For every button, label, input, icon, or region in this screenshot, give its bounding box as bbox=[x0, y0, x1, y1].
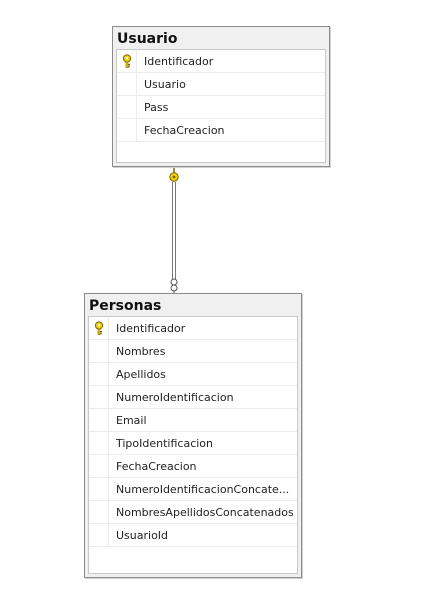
column-name: TipoIdentificacion bbox=[116, 437, 214, 450]
table-title: Usuario bbox=[117, 31, 178, 47]
new-column-row bbox=[89, 547, 297, 564]
row-gutter bbox=[89, 317, 109, 339]
table-usuario[interactable]: Usuario Identificador Usuario Pass bbox=[112, 26, 330, 167]
row-gutter bbox=[89, 386, 109, 408]
key-icon bbox=[94, 321, 104, 335]
row-gutter bbox=[89, 478, 109, 500]
column-row[interactable]: Identificador bbox=[89, 317, 297, 340]
row-gutter bbox=[89, 340, 109, 362]
row-gutter bbox=[117, 96, 137, 118]
column-name: NombresApellidosConcatenados bbox=[116, 506, 293, 519]
row-gutter bbox=[89, 363, 109, 385]
row-gutter bbox=[89, 501, 109, 523]
column-name: NumeroIdentificacion bbox=[116, 391, 234, 404]
column-list: Identificador Nombres Apellidos NumeroId… bbox=[88, 316, 298, 574]
column-name: FechaCreacion bbox=[116, 460, 197, 473]
column-name: Nombres bbox=[116, 345, 166, 358]
column-row[interactable]: Pass bbox=[117, 96, 325, 119]
column-name: Identificador bbox=[144, 55, 214, 68]
row-gutter bbox=[89, 455, 109, 477]
column-row[interactable]: Identificador bbox=[117, 50, 325, 73]
column-list: Identificador Usuario Pass FechaCreacion bbox=[116, 49, 326, 163]
row-gutter bbox=[89, 409, 109, 431]
column-row[interactable]: NombresApellidosConcatenados bbox=[89, 501, 297, 524]
column-row[interactable]: Nombres bbox=[89, 340, 297, 363]
column-name: Pass bbox=[144, 101, 169, 114]
column-name: NumeroIdentificacionConcate... bbox=[116, 483, 290, 496]
column-name: FechaCreacion bbox=[144, 124, 225, 137]
column-name: Usuario bbox=[144, 78, 186, 91]
column-row[interactable]: NumeroIdentificacionConcate... bbox=[89, 478, 297, 501]
column-row[interactable]: UsuarioId bbox=[89, 524, 297, 547]
column-row[interactable]: TipoIdentificacion bbox=[89, 432, 297, 455]
column-row[interactable]: FechaCreacion bbox=[117, 119, 325, 142]
column-row[interactable]: Email bbox=[89, 409, 297, 432]
row-gutter bbox=[117, 73, 137, 95]
many-end-infinity-icon bbox=[170, 278, 178, 294]
table-title: Personas bbox=[89, 298, 162, 314]
column-row[interactable]: Usuario bbox=[117, 73, 325, 96]
row-gutter bbox=[89, 524, 109, 546]
table-personas[interactable]: Personas Identificador Nombres Apellidos bbox=[84, 293, 302, 578]
column-name: Apellidos bbox=[116, 368, 166, 381]
one-end-key-icon bbox=[169, 168, 179, 182]
column-name: Email bbox=[116, 414, 147, 427]
column-row[interactable]: FechaCreacion bbox=[89, 455, 297, 478]
row-gutter bbox=[117, 119, 137, 141]
column-row[interactable]: NumeroIdentificacion bbox=[89, 386, 297, 409]
column-name: UsuarioId bbox=[116, 529, 169, 542]
column-row[interactable]: Apellidos bbox=[89, 363, 297, 386]
column-name: Identificador bbox=[116, 322, 186, 335]
row-gutter bbox=[117, 50, 137, 72]
row-gutter bbox=[89, 432, 109, 454]
key-icon bbox=[122, 54, 132, 68]
